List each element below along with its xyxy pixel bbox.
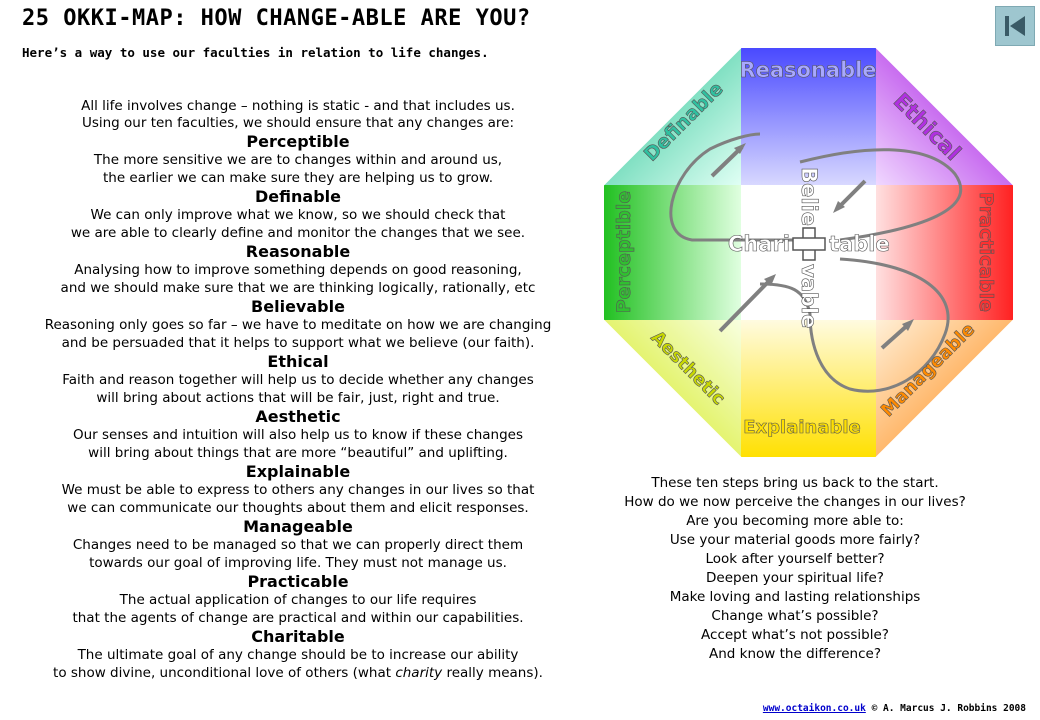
section-text: The ultimate goal of any change should b… (77, 647, 519, 663)
page-title: 25 OKKI-MAP: HOW CHANGE-ABLE ARE YOU? (22, 6, 531, 31)
label-practicable: Practicable (975, 192, 997, 312)
question-line: Deepen your spiritual life? (706, 570, 884, 586)
arrowhead (764, 274, 776, 286)
section-text-part: to show divine, unconditional love of ot… (53, 664, 396, 681)
section-text: Reasoning only goes so far – we have to … (44, 317, 552, 333)
section-text: Analysing how to improve something depen… (74, 262, 522, 278)
question-line: Are you becoming more able to: (686, 513, 904, 529)
question-line: Accept what’s not possible? (701, 627, 889, 643)
section-heading-ethical: Ethical (267, 352, 329, 371)
section-heading-definable: Definable (255, 187, 341, 206)
question-line: Use your material goods more fairly? (669, 532, 921, 548)
footer: www.octaikon.co.uk © A. Marcus J. Robbin… (763, 703, 1026, 714)
intro-line: All life involves change – nothing is st… (81, 98, 515, 114)
back-to-start-icon (1005, 16, 1025, 36)
copyright-text: © A. Marcus J. Robbins 2008 (871, 703, 1026, 714)
section-text: the earlier we can make sure they are he… (102, 169, 493, 186)
reflection-questions: These ten steps bring us back to the sta… (600, 474, 990, 664)
label-explainable: Explainable (743, 417, 861, 438)
cross-horizontal (792, 237, 826, 251)
question-line: How do we now perceive the changes in ou… (624, 494, 966, 510)
label-perceptible: Perceptible (613, 191, 635, 314)
section-text: We can only improve what we know, so we … (90, 207, 506, 223)
segment-practicable (876, 185, 1014, 320)
segment-perceptible (603, 185, 741, 320)
okki-map-diagram: Reasonable Ethical Practicable Manageabl… (602, 46, 1015, 459)
section-text: The actual application of changes to our… (119, 592, 477, 608)
label-belie: Belie (797, 167, 821, 226)
intro-line: Using our ten faculties, we should ensur… (81, 115, 515, 131)
arrow-up-right (710, 145, 744, 178)
arrowhead (833, 201, 845, 213)
section-heading-reasonable: Reasonable (245, 242, 351, 261)
page-subtitle: Here’s a way to use our faculties in rel… (22, 45, 489, 60)
section-text: that the agents of change are practical … (72, 609, 524, 626)
section-heading-perceptible: Perceptible (246, 132, 350, 151)
question-line: Make loving and lasting relationships (669, 589, 921, 605)
cycle-path (669, 132, 963, 393)
question-line: And know the difference? (709, 646, 881, 662)
section-text-part: really means). (442, 664, 543, 681)
section-text: The more sensitive we are to changes wit… (93, 152, 503, 168)
segment-reasonable (741, 47, 876, 185)
website-link[interactable]: www.octaikon.co.uk (762, 703, 866, 714)
section-text: and be persuaded that it helps to suppor… (61, 334, 535, 351)
section-text: we are able to clearly define and monito… (70, 224, 526, 241)
back-button[interactable] (995, 6, 1035, 46)
section-heading-believable: Believable (251, 297, 345, 316)
section-heading-explainable: Explainable (245, 462, 351, 481)
section-text: towards our goal of improving life. They… (89, 554, 507, 571)
charity-emphasis: charity (395, 664, 443, 681)
segment-explainable (741, 320, 876, 458)
section-heading-charitable: Charitable (251, 627, 345, 646)
faculties-text: All life involves change – nothing is st… (18, 98, 578, 682)
section-text: we can communicate our thoughts about th… (67, 499, 529, 516)
section-text: Our senses and intuition will also help … (73, 427, 523, 443)
arrowhead (902, 319, 914, 331)
section-text: We must be able to express to others any… (61, 482, 535, 498)
question-line: These ten steps bring us back to the sta… (651, 475, 939, 491)
section-text: will bring about things that are more “b… (88, 444, 508, 461)
section-heading-manageable: Manageable (243, 517, 353, 536)
section-text: Changes need to be managed so that we ca… (72, 537, 524, 553)
label-vable: vable (797, 264, 821, 328)
question-line: Change what’s possible? (711, 608, 879, 624)
label-table: table (829, 232, 890, 256)
arrowhead (734, 143, 746, 154)
octagon-outline (602, 46, 1015, 459)
section-text: to show divine, unconditional love of ot… (18, 665, 578, 683)
label-chari: Chari (728, 232, 790, 256)
arrow-up-right (718, 276, 774, 333)
section-text: Faith and reason together will help us t… (62, 372, 534, 388)
section-heading-aesthetic: Aesthetic (255, 407, 341, 426)
label-reasonable: Reasonable (739, 58, 876, 82)
question-line: Look after yourself better? (705, 551, 885, 567)
section-text: and we should make sure that we are thin… (60, 279, 536, 296)
section-heading-practicable: Practicable (247, 572, 349, 591)
section-text: will bring about actions that will be fa… (96, 389, 500, 406)
